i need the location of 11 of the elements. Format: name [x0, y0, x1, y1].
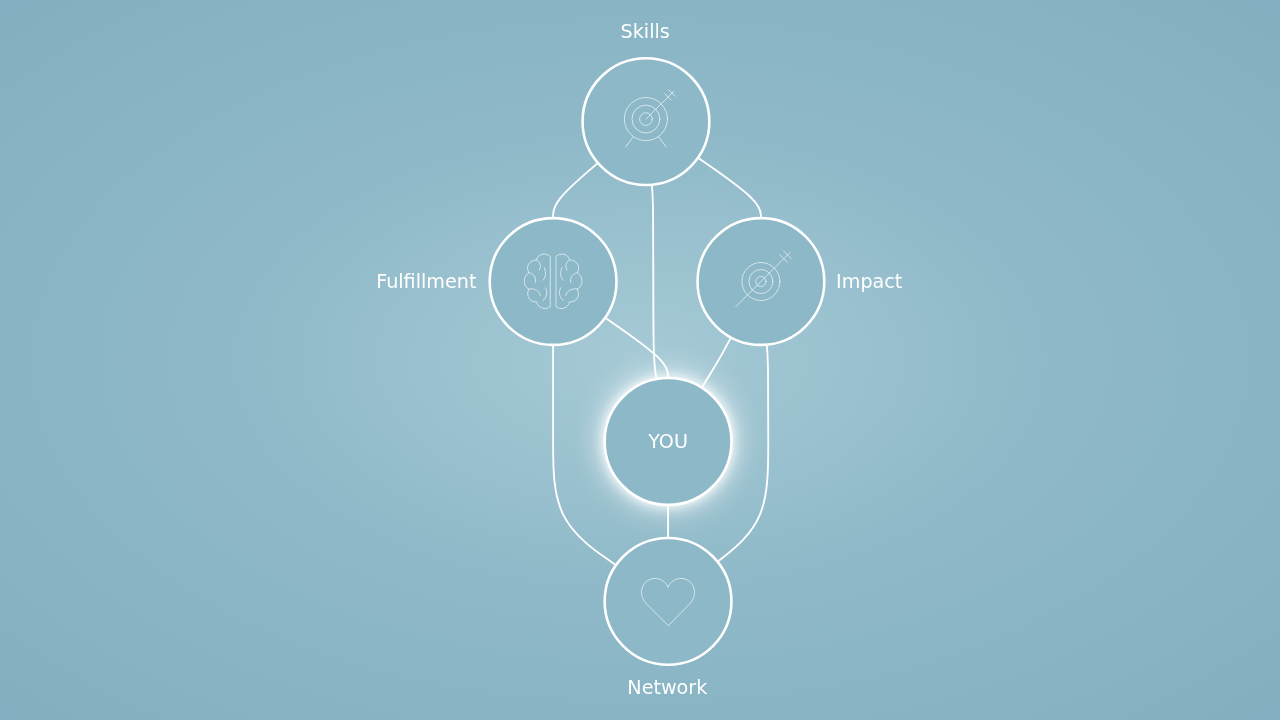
node-circle: [603, 536, 733, 666]
node-circle: [581, 56, 711, 187]
connector: [604, 316, 669, 379]
node-label: Impact: [836, 270, 903, 293]
node-circle: [696, 216, 826, 347]
node-label: Network: [627, 676, 708, 699]
node-label: Fulfillment: [376, 270, 477, 293]
connector: [700, 336, 732, 389]
node-label: Skills: [620, 20, 670, 43]
node-circle: YOU: [603, 376, 733, 507]
node-circle: [488, 216, 618, 347]
